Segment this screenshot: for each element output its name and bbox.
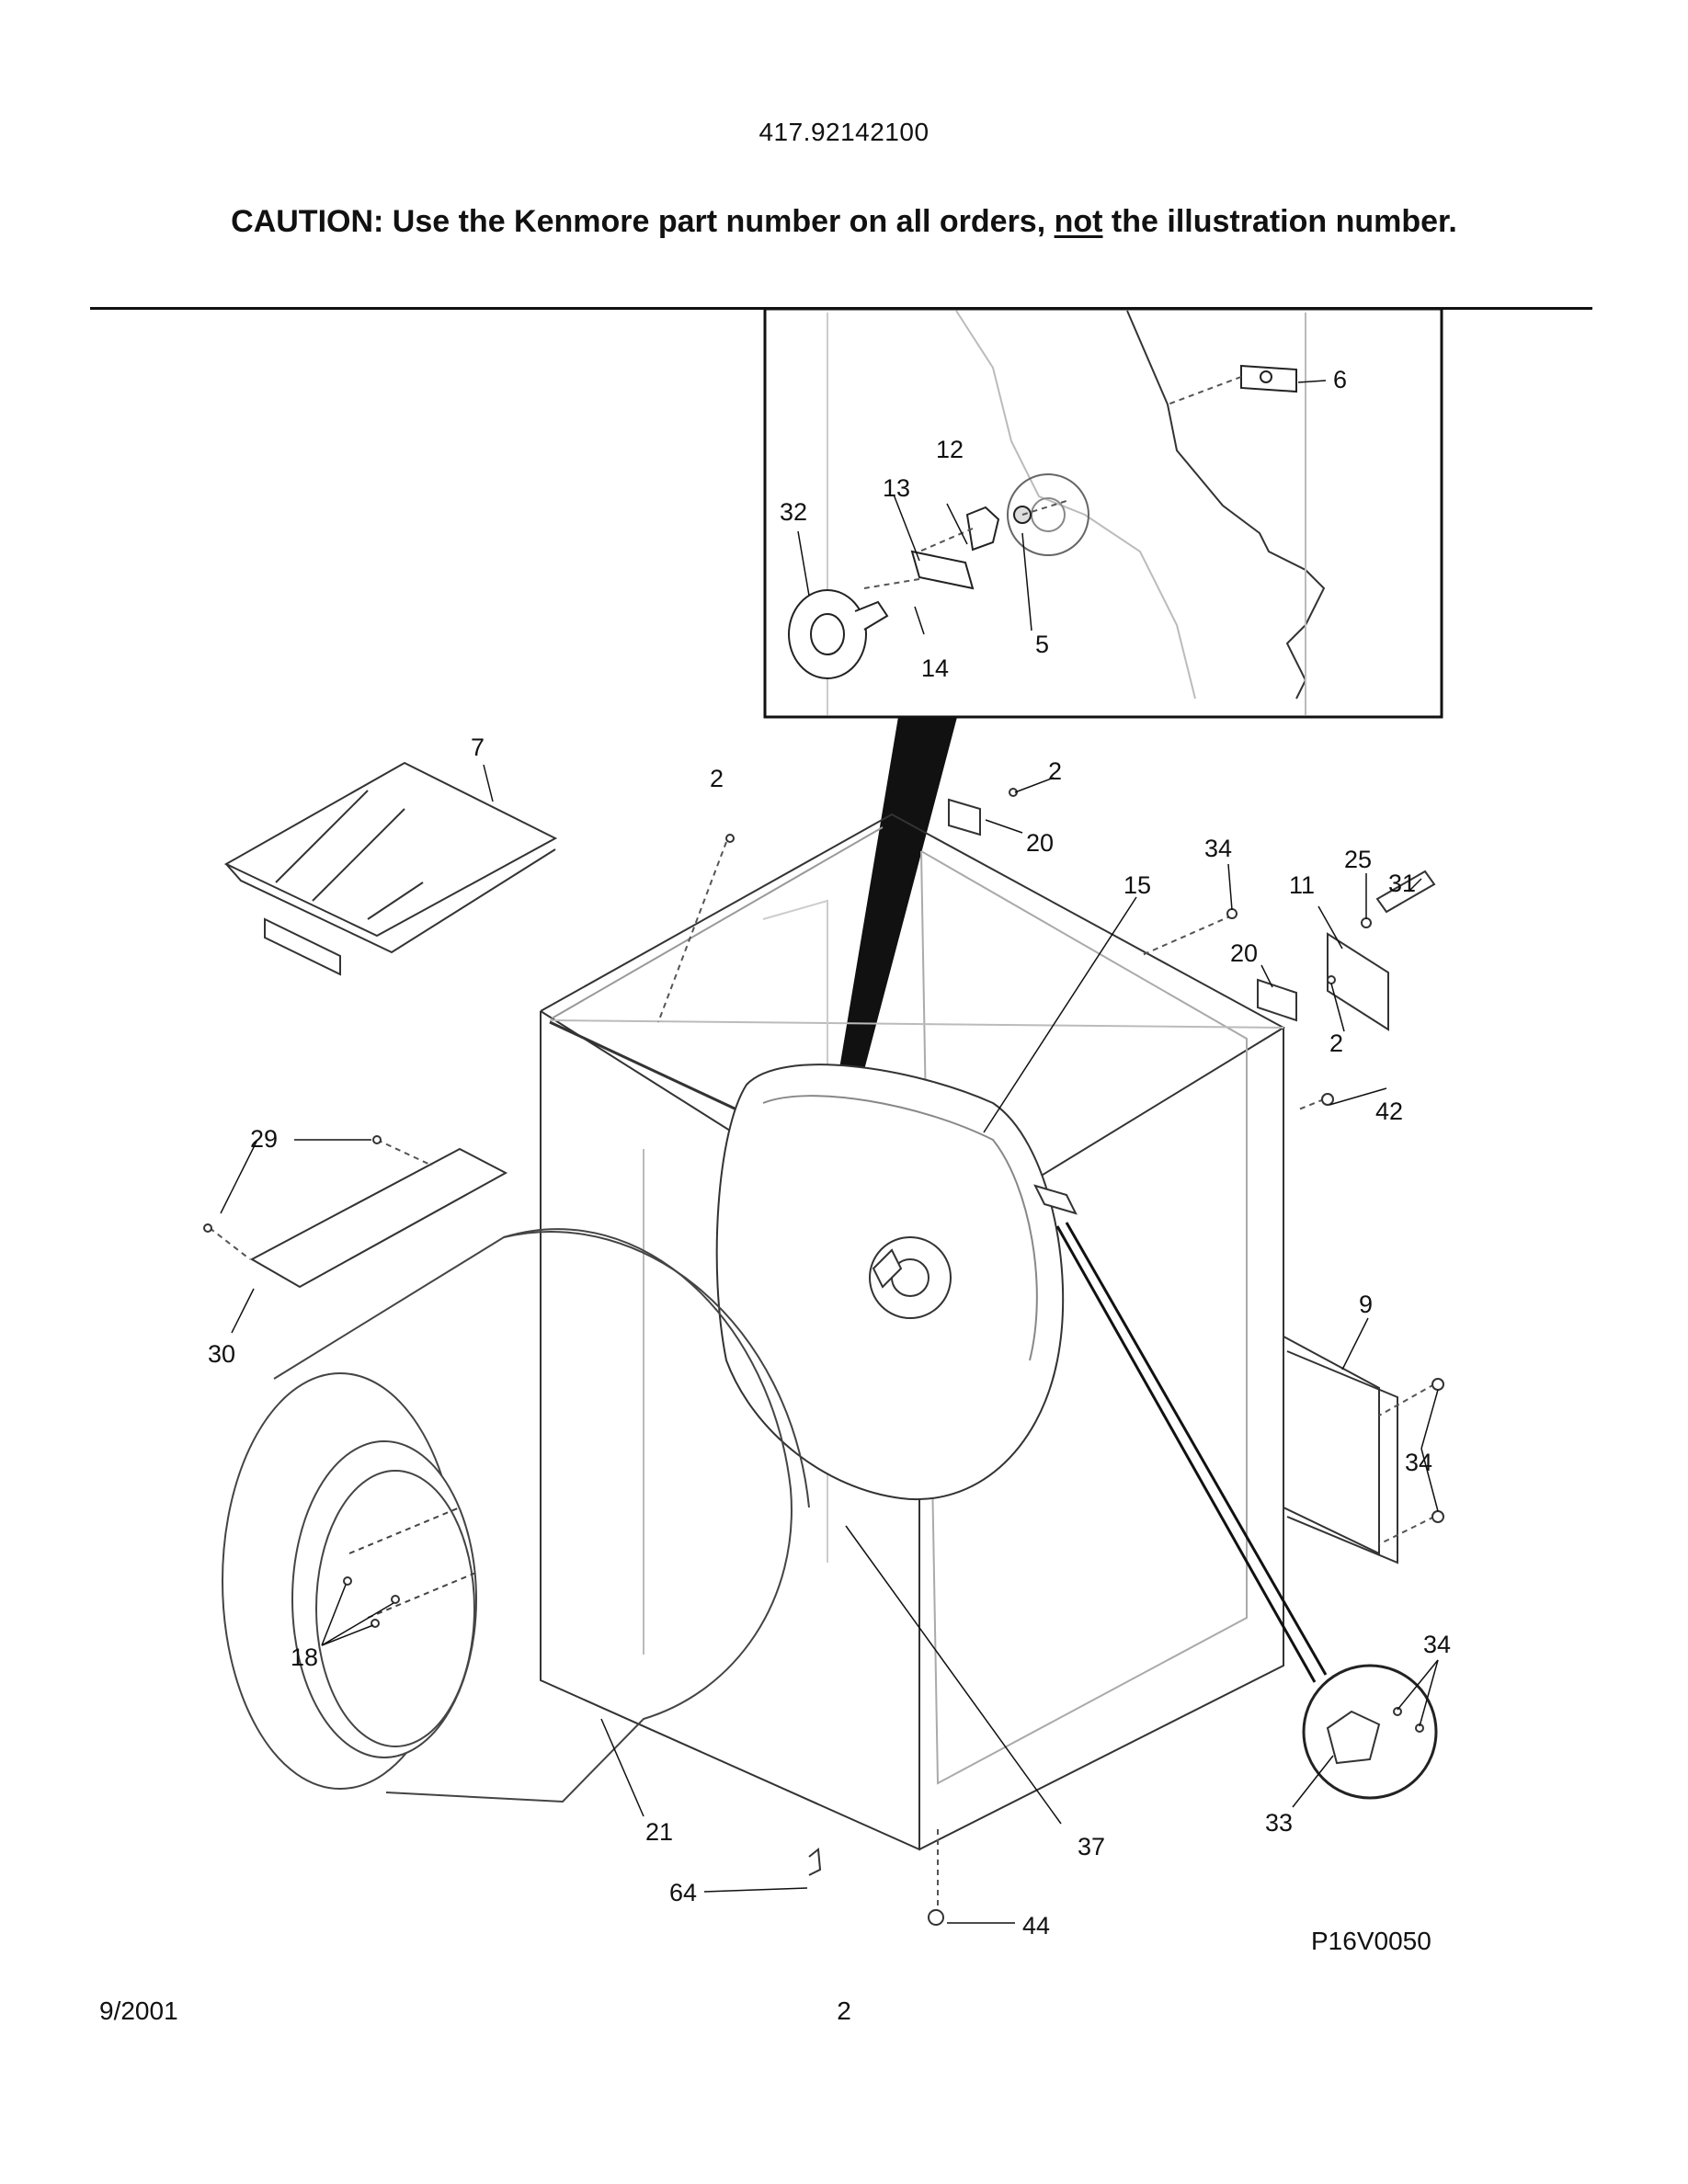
thermostat-detail: [1055, 1222, 1438, 1800]
callout-30: 30: [208, 1340, 235, 1368]
callout-21: 21: [645, 1818, 673, 1846]
callout-34-a: 34: [1204, 835, 1232, 862]
callout-44: 44: [1022, 1912, 1050, 1939]
callout-11: 11: [1289, 871, 1315, 899]
callout-9: 9: [1359, 1291, 1373, 1318]
callout-13: 13: [883, 474, 910, 502]
callout-25: 25: [1344, 846, 1372, 873]
callout-42: 42: [1375, 1098, 1403, 1125]
callout-18: 18: [291, 1644, 318, 1671]
callout-34-b: 34: [1405, 1449, 1432, 1476]
drying-rack: [223, 761, 558, 976]
drawing-code: P16V0050: [1311, 1927, 1431, 1955]
model-number: 417.92142100: [758, 118, 930, 146]
callout-2-a: 2: [710, 765, 724, 792]
callout-5: 5: [1035, 631, 1049, 658]
callout-labels: 6 12 13 32 14 5 7 2 2 20 34 15 25 11 31 …: [208, 366, 1451, 1939]
callout-29: 29: [250, 1125, 278, 1153]
callout-20-b: 20: [1230, 939, 1258, 967]
dryer-drum: [222, 1228, 810, 1803]
footer-date: 9/2001: [99, 1996, 178, 2025]
caution-notice: CAUTION: Use the Kenmore part number on …: [0, 204, 1688, 240]
callout-14: 14: [921, 654, 949, 682]
callout-34-c: 34: [1423, 1631, 1451, 1658]
callout-15: 15: [1123, 871, 1151, 899]
inset-detail: [763, 307, 1443, 719]
callout-6: 6: [1333, 366, 1347, 393]
callout-20-a: 20: [1026, 829, 1054, 857]
page-number: 2: [837, 1996, 851, 2025]
callout-64: 64: [669, 1879, 697, 1906]
rear-panel-assembly: [715, 1064, 1078, 1501]
callout-33: 33: [1265, 1809, 1293, 1837]
exhaust-panel: [1283, 1335, 1398, 1564]
callout-2-b: 2: [1048, 757, 1062, 785]
caution-suffix: the illustration number.: [1102, 204, 1457, 239]
callout-7: 7: [471, 734, 485, 761]
callout-31: 31: [1388, 870, 1416, 897]
callout-12: 12: [936, 436, 964, 463]
toe-panel: [249, 1147, 508, 1289]
caution-emphasis: not: [1054, 204, 1103, 239]
callout-32: 32: [780, 498, 807, 526]
callout-37: 37: [1078, 1833, 1105, 1860]
bearing-part: [788, 589, 889, 679]
caution-prefix: CAUTION: Use the Kenmore part number on …: [231, 204, 1055, 239]
callout-2-c: 2: [1329, 1029, 1343, 1057]
